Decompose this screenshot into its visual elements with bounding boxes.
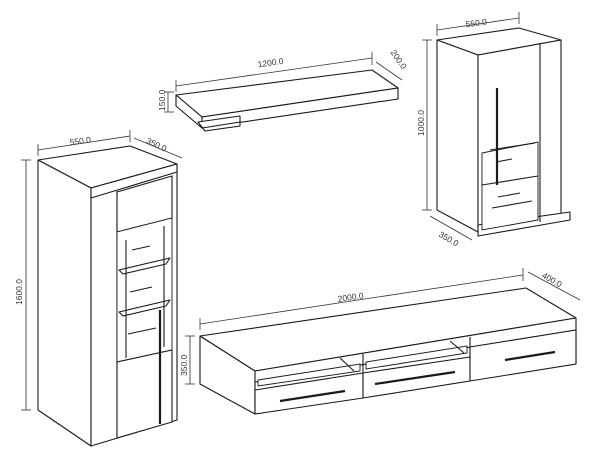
vitrine-top-rail [90,163,178,199]
tv-width-dimension: 2000.0 [199,268,524,330]
tv-stand-open-shelf-1 [257,363,361,387]
tv-height-dimension: 350.0 [179,335,195,385]
vitrine-height-label: 1600.0 [14,279,24,305]
shelf-width-label: 1200.0 [257,56,284,70]
cabinet-glass-shelf [481,175,539,186]
vitrine-glass-shelf-1 [118,257,171,275]
shelf-width-dimension: 1200.0 [175,52,373,92]
vitrine-glass-shelf-2 [118,299,171,317]
tv-stand-open-shelf-2 [365,345,468,370]
tv-stand-drawer-3 [469,329,577,382]
cabinet-height-dimension: 1000.0 [416,39,432,211]
tv-stand-handle-3 [504,350,556,362]
vitrine-depth-label: 350.0 [145,136,169,154]
vitrine-lower-panel [116,349,173,439]
shelf-depth-label: 200.0 [388,48,409,71]
shelf-height-dimension: 150.0 [157,89,174,113]
cabinet-glass-door [481,141,539,231]
tv-depth-label: 400.0 [540,270,564,289]
shelf-height-label: 150.0 [157,89,167,111]
shelf-depth-dimension: 200.0 [375,48,409,81]
tv-stand [199,287,577,415]
cabinet-width-dimension: 550.0 [436,12,520,36]
vitrine [37,145,178,447]
vitrine-side [37,159,92,447]
tv-height-label: 350.0 [179,354,189,376]
cabinet-plinth [477,211,571,237]
cabinet-side [436,39,479,233]
vitrine-width-label: 550.0 [69,134,92,147]
wall-shelf [175,69,399,132]
cabinet-width-label: 550.0 [465,16,488,29]
tv-width-label: 2000.0 [337,290,364,304]
tv-stand-handle-2 [374,370,456,386]
vitrine-width-dimension: 550.0 [37,130,131,156]
small-cabinet [436,27,571,237]
tv-stand-handle-1 [279,389,346,403]
cabinet-height-label: 1000.0 [416,110,426,136]
vitrine-height-dimension: 1600.0 [14,159,31,411]
